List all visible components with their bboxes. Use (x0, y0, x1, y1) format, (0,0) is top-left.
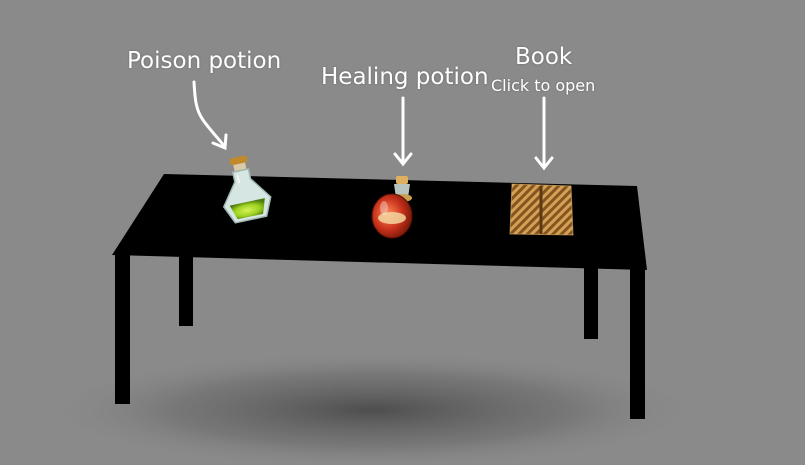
healing-potion-label: Healing potion (321, 64, 489, 90)
table-leg-back-left (179, 256, 193, 326)
poison-potion-label: Poison potion (127, 48, 282, 74)
poison-arrow-icon (192, 80, 228, 151)
table-leg-front-left (115, 253, 130, 404)
book-label: Book (515, 44, 573, 70)
book-icon[interactable] (509, 183, 574, 236)
table-leg-back-right (584, 266, 598, 339)
table-leg-front-right (630, 268, 645, 419)
book-hint-text: Click to open (491, 76, 596, 95)
poison-potion-icon[interactable] (214, 152, 274, 225)
book-arrow-icon (534, 96, 554, 171)
healing-arrow-icon (393, 96, 413, 167)
healing-potion-icon[interactable] (371, 176, 413, 239)
floor-shadow (42, 350, 702, 465)
